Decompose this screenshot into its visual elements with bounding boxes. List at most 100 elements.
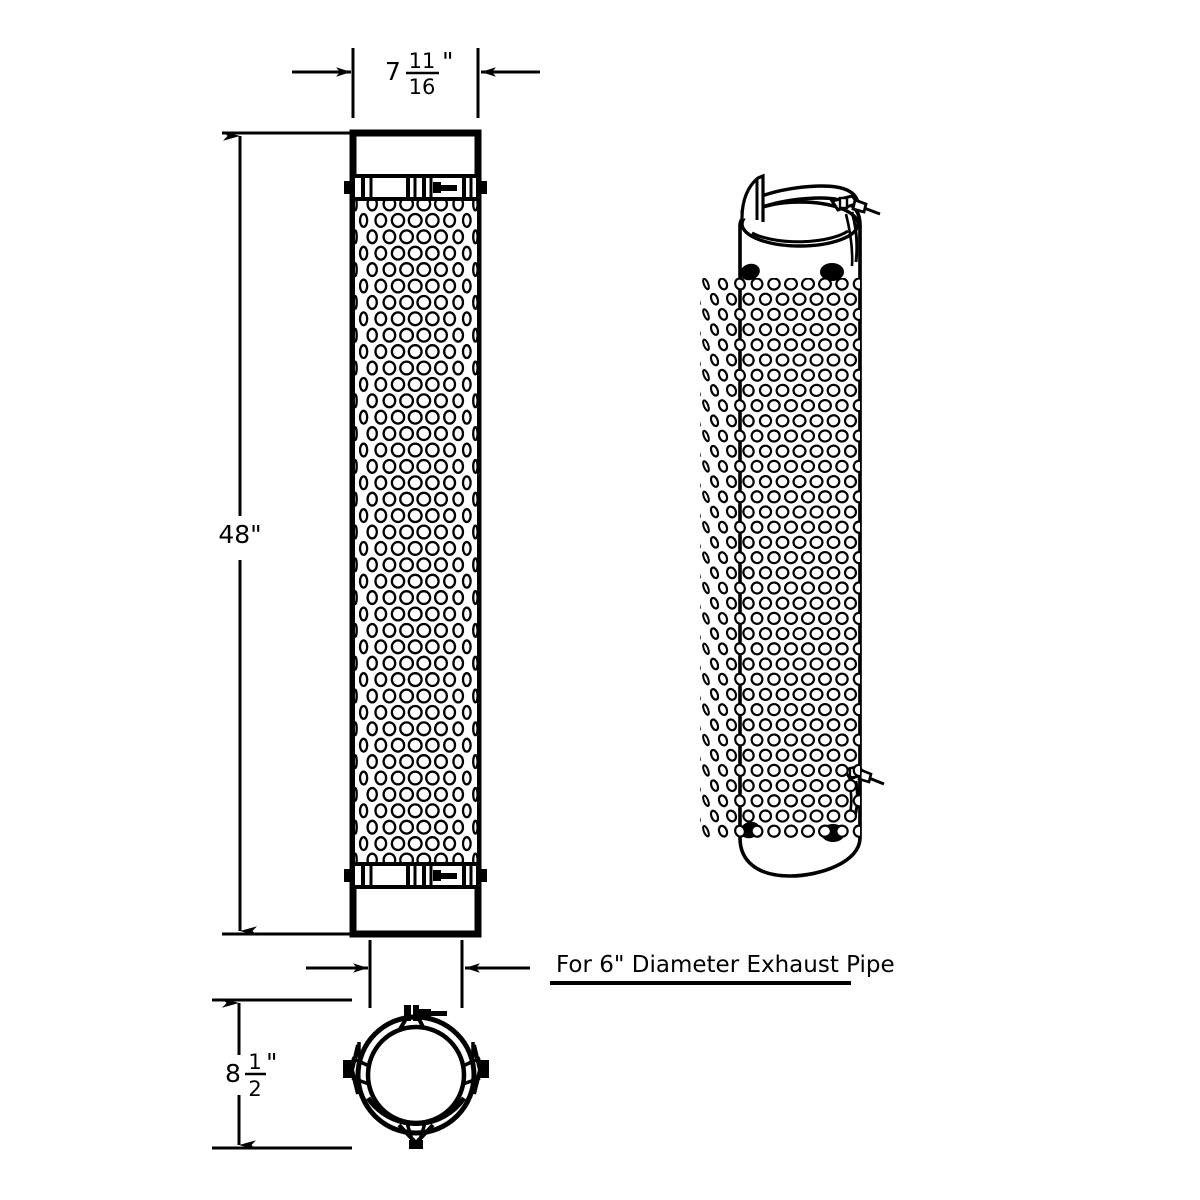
iso-perforation-hole [809, 505, 824, 519]
perforation-hole [443, 606, 457, 622]
iso-perforation-hole [742, 353, 755, 367]
iso-perforation-hole [734, 399, 746, 413]
perforation-hole [461, 508, 472, 524]
iso-perforation-hole [818, 642, 832, 656]
iso-perforation-hole [800, 490, 816, 504]
iso-perforation-hole [717, 307, 729, 321]
perforation-hole [461, 409, 472, 425]
perforation-hole [366, 491, 378, 507]
iso-perforation-hole [792, 566, 807, 580]
iso-perforation-hole [742, 657, 755, 671]
iso-perforation-hole [700, 627, 701, 640]
end-view-top-bolt-leg-left [398, 1017, 408, 1031]
iso-perforation-hole [826, 566, 841, 580]
perforation-hole [355, 426, 358, 442]
iso-perforation-hole [702, 551, 710, 564]
iso-perforation-hole [800, 794, 816, 808]
iso-perforation-hole [767, 550, 781, 565]
perforation-hole [452, 590, 465, 606]
iso-perforation-hole [750, 763, 764, 777]
iso-perforation-hole [809, 778, 824, 793]
perforation-hole [452, 458, 465, 474]
perforation-hole [366, 262, 378, 278]
perforation-hole [425, 836, 440, 852]
perforation-hole [433, 262, 449, 278]
iso-perforation-hole [700, 293, 701, 306]
perforation-hole [443, 737, 457, 753]
iso-perforation-hole [742, 414, 755, 428]
perforation-hole [399, 426, 415, 442]
perforation-hole [407, 803, 423, 819]
perforation-hole [390, 475, 406, 491]
iso-perforation-hole [717, 368, 729, 382]
end-view-width-dimension [306, 940, 530, 1008]
iso-perforation-hole [742, 323, 755, 337]
iso-perforation-hole [686, 765, 692, 776]
perforation-hole [416, 229, 432, 245]
iso-perforation-hole [700, 779, 701, 792]
iso-perforation-hole [809, 809, 824, 823]
perforation-hole [416, 393, 432, 409]
end-view-top-bolt-nut [419, 1009, 431, 1017]
iso-perforation-hole [809, 687, 824, 702]
perforation-hole [355, 819, 358, 835]
iso-top-clamp-bolt [829, 194, 881, 267]
perforation-hole [407, 409, 423, 425]
iso-perforation-hole [843, 596, 858, 610]
perforation-hole [382, 721, 397, 737]
iso-perforation-hole [734, 520, 746, 534]
iso-perforation-hole [800, 702, 816, 717]
end-view-top-bolt-leg-right [417, 1018, 426, 1030]
length-dimension: 48" [218, 131, 352, 936]
perforation-hole [399, 721, 415, 737]
iso-perforation-hole [835, 459, 849, 474]
iso-perforation-hole [734, 794, 746, 808]
perforation-hole [390, 245, 406, 261]
perforation-hole [416, 491, 432, 507]
iso-perforation-hole [818, 702, 832, 717]
iso-perforation-hole [709, 657, 720, 671]
perforation-hole [461, 475, 472, 491]
perforation-hole [358, 540, 369, 556]
perforation-hole [374, 540, 388, 556]
iso-perforation-hole [775, 809, 790, 823]
perforation-hole [482, 772, 485, 785]
perforation-hole [443, 803, 457, 819]
clamp-height-whole-number: 8 [225, 1059, 241, 1088]
perforation-hole [407, 606, 423, 622]
perforation-hole [355, 655, 358, 671]
end-view-pipe-circle [365, 1024, 467, 1126]
iso-perforation-hole [775, 596, 790, 610]
perforation-hole [390, 639, 406, 655]
perforation-hole [390, 344, 406, 360]
perforation-hole [382, 360, 397, 376]
iso-perforation-hole [783, 702, 799, 717]
perforation-hole [482, 608, 485, 621]
iso-perforation-hole [709, 292, 720, 306]
iso-top-bore-ellipse [740, 200, 860, 248]
iso-perforation-hole [775, 687, 790, 702]
perforation-hole [425, 540, 440, 556]
perforation-hole [472, 491, 477, 507]
perforation-hole [443, 344, 457, 360]
iso-perforation-hole [734, 581, 746, 595]
perforation-hole [366, 590, 378, 606]
iso-perforation-hole [725, 657, 738, 671]
perforation-hole [452, 786, 465, 802]
iso-perforation-hole [725, 779, 738, 793]
perforation-hole [461, 836, 472, 852]
iso-perforation-hole [767, 520, 781, 534]
iso-perforation-hole [800, 763, 816, 778]
end-view-top-bolt-plate-2 [413, 1005, 419, 1021]
perforation-hole [443, 639, 457, 655]
perforation-hole [374, 278, 388, 294]
iso-perforation-hole [792, 292, 807, 306]
iso-perforation-hole [792, 626, 807, 641]
iso-perforation-hole [700, 475, 701, 488]
iso-perforation-hole [792, 687, 807, 702]
iso-perforation-hole [783, 278, 799, 291]
iso-perforation-hole [725, 718, 738, 732]
iso-perforation-hole [843, 748, 858, 762]
perforation-hole [416, 524, 432, 540]
iso-perforation-hole [818, 490, 832, 504]
